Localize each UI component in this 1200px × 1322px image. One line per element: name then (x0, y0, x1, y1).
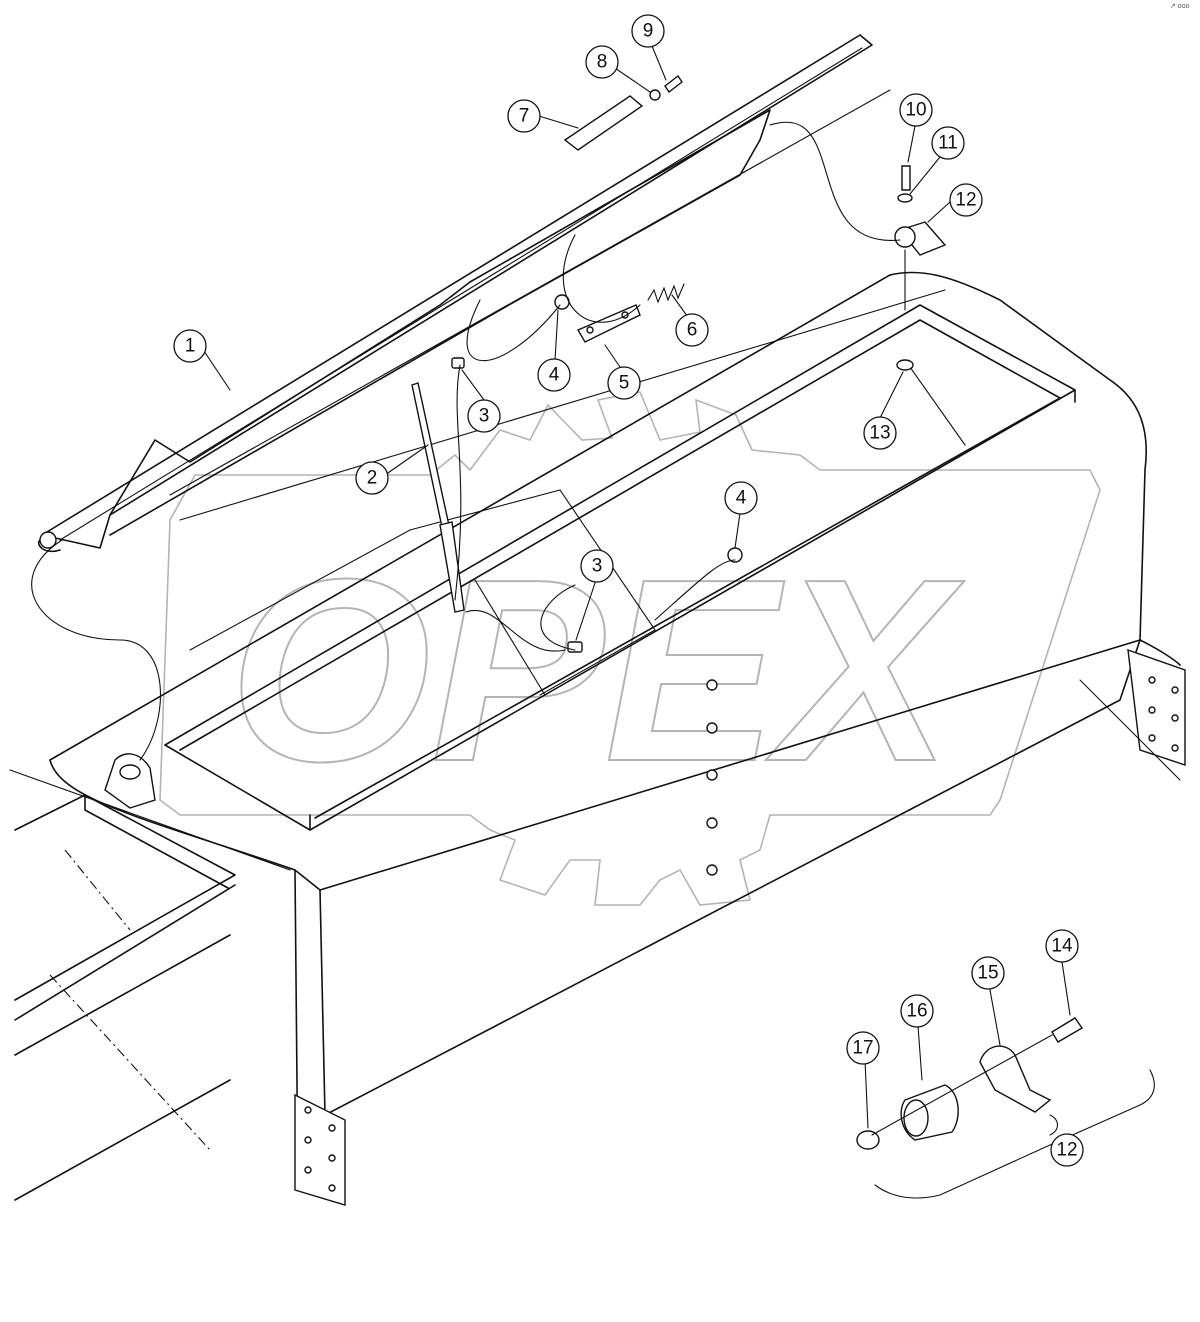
callout-10: 10 (899, 93, 933, 127)
ball-stud-upper (451, 357, 465, 369)
svg-text:3: 3 (592, 556, 603, 577)
svg-text:2: 2 (367, 468, 378, 489)
callout-4-upper: 4 (537, 358, 571, 392)
lid-end-tube (38, 539, 61, 553)
opening-frame (164, 304, 1076, 831)
bin-front-face (49, 639, 1141, 891)
svg-text:10: 10 (905, 100, 926, 121)
callout-2: 2 (355, 461, 389, 495)
svg-text:9: 9 (643, 21, 654, 42)
callout-9: 9 (631, 14, 665, 48)
callout-12-detail: 12 (1050, 1133, 1084, 1167)
svg-text:4: 4 (736, 488, 747, 509)
opex-watermark: OPEX (159, 391, 1101, 906)
latch-bracket (576, 304, 641, 343)
callout-3-lower: 3 (580, 549, 614, 583)
lid-end-opening (39, 531, 57, 549)
callout-17: 17 (846, 1031, 880, 1065)
callout-1: 1 (173, 329, 207, 363)
callout-14: 14 (1045, 929, 1079, 963)
nut-17 (856, 1130, 880, 1150)
bracket-15 (979, 1045, 1052, 1113)
svg-text:1: 1 (185, 336, 196, 357)
corner-mark: ↗ ooo (1170, 3, 1190, 10)
svg-text:5: 5 (619, 373, 630, 394)
callout-4-lower: 4 (724, 481, 758, 515)
bin-top-rim (49, 271, 1181, 761)
washer-11 (897, 193, 913, 203)
screw-9 (664, 74, 683, 94)
svg-text:6: 6 (687, 320, 698, 341)
svg-text:14: 14 (1051, 936, 1073, 957)
callout-6: 6 (675, 313, 709, 347)
conveyor-section (14, 794, 236, 1201)
spring (647, 283, 685, 304)
svg-text:3: 3 (479, 406, 490, 427)
gas-spring (411, 382, 465, 613)
svg-text:12: 12 (1056, 1140, 1077, 1161)
svg-text:8: 8 (597, 52, 608, 73)
hinge-bumper-left (104, 753, 156, 809)
callout-12-upper: 12 (949, 183, 983, 217)
lid-flange (109, 109, 771, 536)
callout-8: 8 (585, 45, 619, 79)
bolt-14 (1051, 1017, 1084, 1043)
body-bolt-holes (706, 679, 718, 876)
callout-13: 13 (863, 416, 897, 450)
svg-text:7: 7 (519, 106, 530, 127)
callout-16: 16 (900, 994, 934, 1028)
callouts: 1 2 3 3 4 4 5 6 7 8 9 10 11 12 12 13 14 … (173, 14, 1084, 1167)
svg-text:16: 16 (906, 1001, 927, 1022)
handle (563, 95, 644, 151)
lid-assembly (38, 34, 873, 553)
svg-text:15: 15 (977, 963, 998, 984)
washer-8 (649, 89, 661, 101)
bumper-12 (894, 221, 947, 256)
callout-3-upper: 3 (467, 399, 501, 433)
svg-text:13: 13 (869, 423, 890, 444)
callout-15: 15 (971, 956, 1005, 990)
gear-outline-icon (159, 391, 1101, 906)
right-mount-plate (1079, 648, 1186, 781)
left-mount-plate (294, 1093, 346, 1206)
screw-10 (901, 165, 911, 191)
callout-5: 5 (607, 366, 641, 400)
callout-7: 7 (507, 99, 541, 133)
leader-lines (31, 45, 1071, 1129)
svg-text:4: 4 (549, 365, 560, 386)
bumper-detail (856, 1017, 1155, 1199)
svg-text:17: 17 (852, 1038, 873, 1059)
svg-text:12: 12 (955, 190, 976, 211)
nut-13 (896, 359, 914, 371)
svg-text:11: 11 (938, 133, 958, 154)
lid-panel (41, 34, 873, 549)
callout-11: 11 (931, 126, 965, 160)
